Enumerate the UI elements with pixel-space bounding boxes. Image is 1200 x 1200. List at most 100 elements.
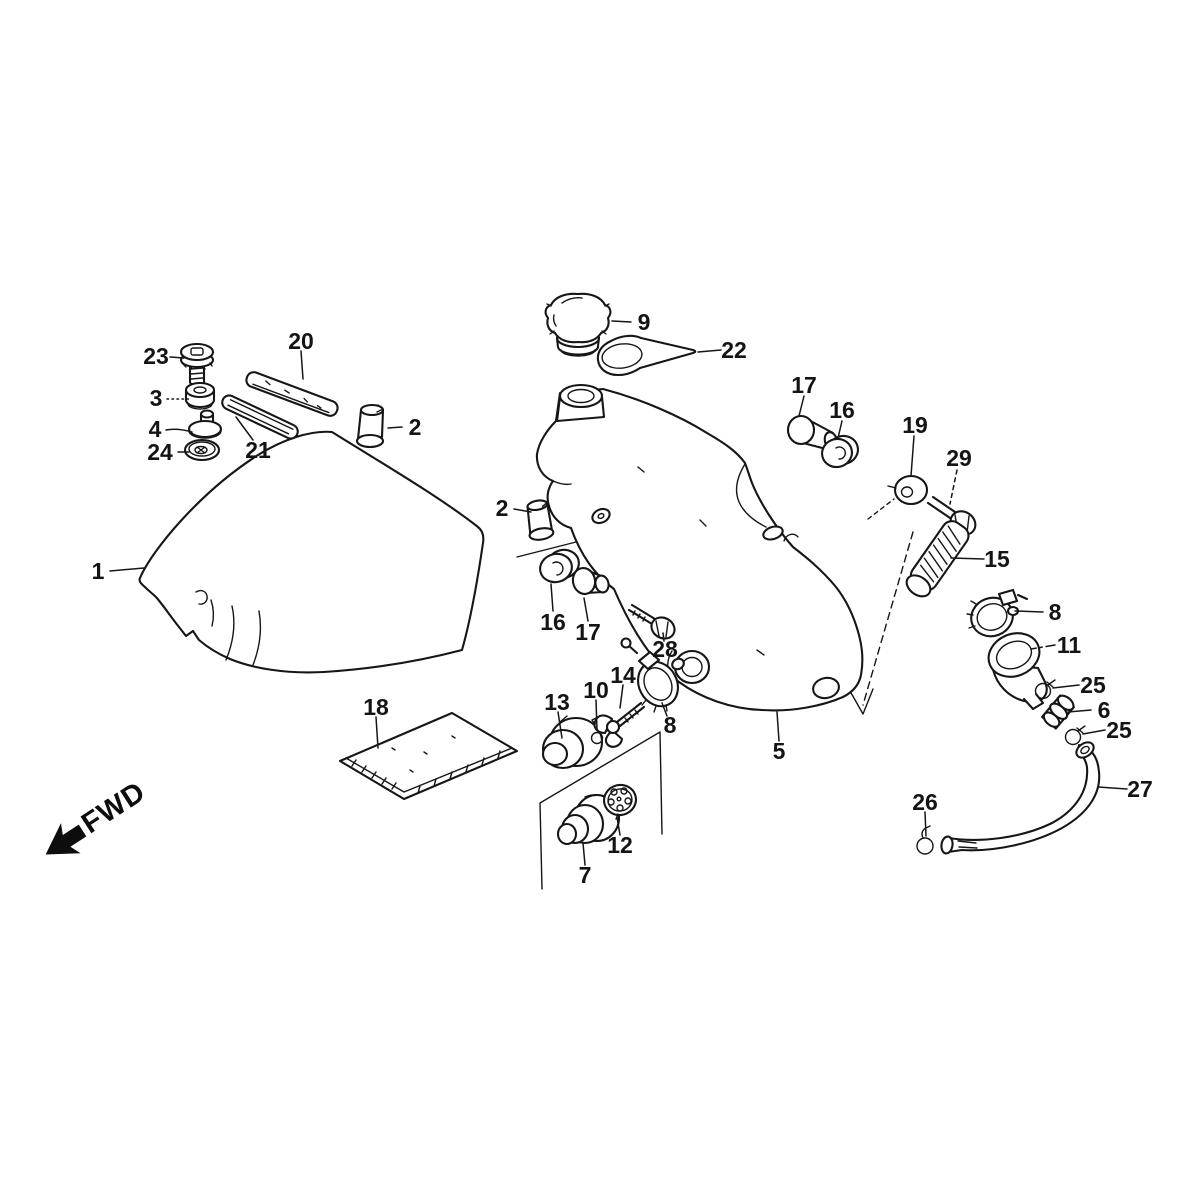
collar-stem-top [199, 409, 215, 419]
clamp-8-center [620, 637, 685, 713]
cap-skirt-lip [560, 349, 596, 357]
callout-3: 3 [150, 385, 163, 411]
screw-14 [593, 701, 646, 748]
leader-8-center [661, 702, 668, 717]
clamp-band-ticks [641, 699, 668, 713]
grommet-front [539, 552, 573, 584]
plate-hole-4 [616, 804, 624, 812]
clip-ring [916, 837, 934, 855]
gasket-hole [601, 343, 643, 369]
cap-gasket-22 [596, 334, 697, 377]
plate-hole-center [616, 796, 622, 802]
cover-fold-line-2 [252, 610, 262, 666]
leader-22 [697, 349, 722, 353]
callout-14: 14 [610, 662, 636, 688]
strainer-mesh [919, 525, 961, 583]
strip-20-inner-line [252, 383, 330, 414]
callout-26: 26 [912, 789, 938, 815]
clip-ends [1046, 679, 1056, 688]
clamp-screw-housing [997, 588, 1019, 607]
cushion-2-top [355, 403, 385, 449]
leader-2-top [387, 426, 403, 429]
callout-2-top: 2 [409, 414, 422, 440]
strainer-cap [905, 574, 932, 598]
joint-cup-11 [987, 632, 1048, 711]
clamp-8-right [966, 588, 1029, 638]
joint-6 [1041, 694, 1075, 730]
pointer-vee-tank [845, 683, 874, 715]
clip-25-upper [1034, 679, 1056, 700]
bolt-threads [190, 367, 204, 380]
grommet-top [184, 381, 216, 399]
cushion-top-notch [376, 404, 384, 413]
strip-20-marks [265, 380, 322, 409]
cap-top-detail [552, 297, 583, 327]
tank-saddle-line [735, 463, 767, 528]
callout-16-right: 16 [829, 397, 855, 423]
bolt-head-top [179, 342, 215, 362]
leader-28 [662, 632, 665, 642]
collar-head [786, 414, 816, 446]
fwd-marker: FWD [45, 776, 151, 855]
oring-10 [590, 731, 604, 745]
leader-25-upper [1052, 684, 1080, 689]
mat-speckles [391, 735, 456, 773]
grommet-hole [193, 386, 207, 394]
callout-17-left: 17 [575, 619, 601, 645]
leader-17-right [798, 395, 805, 417]
callout-9: 9 [638, 309, 651, 335]
clamp-band-inner [976, 603, 1008, 631]
tank-outline [535, 387, 864, 712]
callout-1: 1 [92, 558, 105, 584]
leader-16-right [837, 420, 843, 439]
mat-hatch-right [417, 750, 501, 794]
strip-20 [245, 371, 339, 417]
leader-15 [950, 557, 985, 560]
plate-hole-2 [620, 787, 628, 795]
mount-bolt-stack [179, 342, 223, 462]
collar-head [571, 567, 597, 595]
fwd-arrow-icon [45, 823, 87, 855]
mat-inner-edge [345, 747, 513, 793]
cup-spigot [1022, 692, 1045, 711]
tank-mount-tab [591, 507, 611, 525]
leader-2-side [513, 508, 532, 513]
fwd-label: FWD [76, 776, 151, 840]
washer-cross [196, 446, 206, 454]
mount-16-right [821, 434, 859, 469]
callout-6: 6 [1098, 697, 1111, 723]
callout-18: 18 [363, 694, 389, 720]
screw-wing-a [593, 714, 614, 735]
boot-front [541, 741, 569, 767]
collar-17-left [571, 567, 610, 595]
tank-mount-tab-hole [597, 512, 605, 520]
collar-flange-lip [188, 430, 222, 439]
leader-29 [949, 469, 958, 505]
bolt-shank [627, 603, 657, 626]
grommet-3 [184, 381, 216, 410]
washer-24 [183, 438, 221, 462]
tank-rear-tab [762, 525, 784, 541]
tank-ledge-line [552, 480, 572, 486]
cushion-base [355, 433, 385, 449]
clamp-nub [671, 657, 685, 671]
clamp-band-ticks [966, 600, 977, 629]
bolt-threads [632, 610, 646, 622]
washer-hole [900, 486, 914, 498]
washer-rim [188, 441, 216, 457]
bolt-28 [627, 603, 676, 640]
leader-6 [1067, 709, 1092, 713]
callout-12: 12 [607, 832, 633, 858]
clip-26 [916, 825, 934, 855]
leader-13 [557, 711, 563, 739]
fuel-hose-27 [940, 741, 1101, 855]
grommet-nose [556, 822, 578, 846]
collar-4 [187, 409, 223, 439]
screw-threads [624, 709, 639, 723]
callout-7: 7 [579, 862, 592, 888]
strip-21 [221, 394, 299, 440]
leader-5 [776, 711, 780, 742]
leader-lines [109, 320, 1128, 866]
mat-outline [338, 711, 519, 801]
pointer-line-washer-dashed [867, 498, 895, 520]
